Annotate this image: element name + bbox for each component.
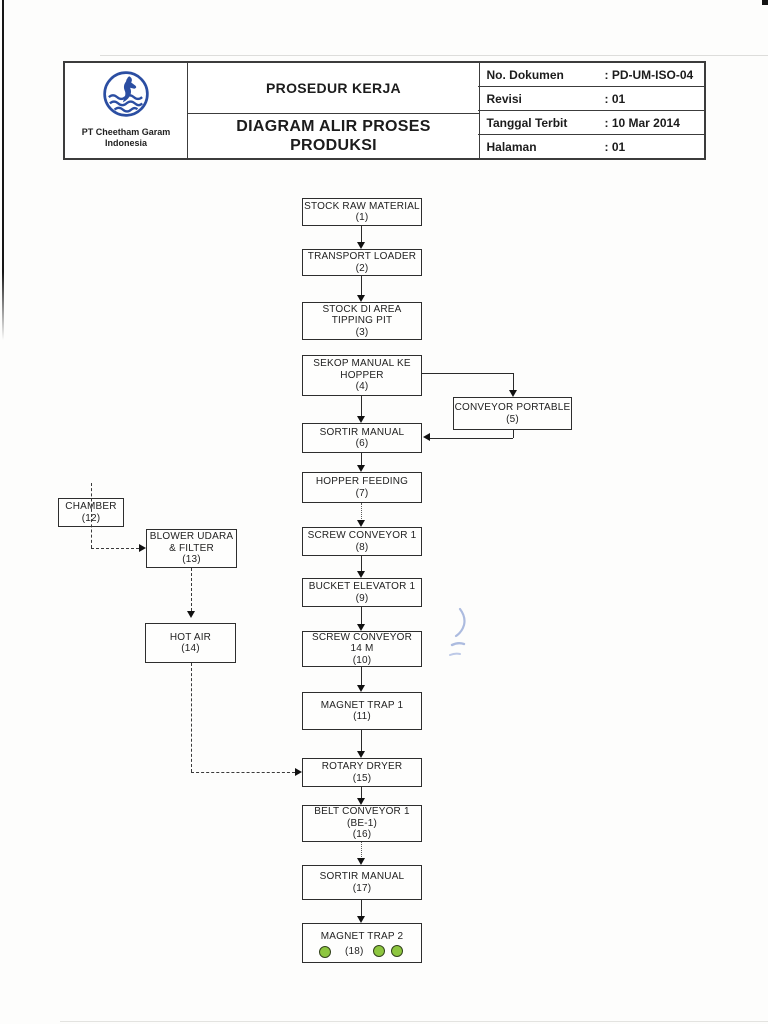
connector-12-13-vertical [91,483,92,548]
arrowhead-into-14 [187,611,195,618]
document-header-table: PT Cheetham Garam Indonesia PROSEDUR KER… [63,61,706,160]
meta-row-halaman: Halaman : 01 [477,134,704,158]
flow-node-hot-air: HOT AIR(14) [145,623,236,663]
flow-node-magnet-trap-2: MAGNET TRAP 2 (18) [302,923,422,963]
flow-node-rotary-dryer: ROTARY DRYER(15) [302,758,422,787]
arrowhead-into-13 [139,544,146,552]
arrowhead-into-16 [357,798,365,805]
scan-artifact-corner-mark [762,0,768,5]
connector-5-6-horizontal [429,438,513,439]
connector-14-15-vertical [191,663,192,772]
company-name: PT Cheetham Garam Indonesia [81,127,171,148]
company-logo-cell: PT Cheetham Garam Indonesia [65,63,187,158]
connector-12-13-horizontal [91,548,139,549]
arrowhead-into-15-left [295,768,302,776]
meta-row-revisi: Revisi : 01 [477,86,704,110]
connector-2-3 [361,276,362,296]
connector-5-6-vertical [513,430,514,438]
flow-node-screw-conveyor-1: SCREW CONVEYOR 1(8) [302,527,422,556]
flow-node-blower-udara-filter: BLOWER UDARA& FILTER(13) [146,529,237,568]
connector-15-16 [361,787,362,799]
flow-node-magnet-trap-1: MAGNET TRAP 1(11) [302,692,422,730]
connector-4-5-horizontal [422,373,513,374]
doc-title-heading: DIAGRAM ALIR PROSES PRODUKSI [188,113,479,158]
arrowhead-into-8 [357,520,365,527]
node-18-number: (18) [345,946,364,957]
header-title-cell: PROSEDUR KERJA DIAGRAM ALIR PROSES PRODU… [187,63,480,158]
document-meta-table: No. Dokumen : PD-UM-ISO-04 Revisi : 01 T… [477,63,704,158]
connector-11-15 [361,730,362,752]
connector-7-8 [361,503,362,521]
flow-node-sortir-manual-17: SORTIR MANUAL(17) [302,865,422,900]
connector-4-6 [361,396,362,417]
arrowhead-into-18 [357,916,365,923]
arrowhead-into-6 [357,416,365,423]
flow-node-stock-raw-material: STOCK RAW MATERIAL(1) [302,198,422,226]
scan-artifact-left-edge [2,0,4,340]
arrowhead-into-10 [357,624,365,631]
scan-artifact-top-line [100,55,768,56]
connector-16-17 [361,842,362,859]
status-dot-1 [319,946,331,958]
cheetham-waves-figure-logo-icon [101,69,151,124]
meta-row-no-dokumen: No. Dokumen : PD-UM-ISO-04 [486,67,694,82]
flow-node-belt-conveyor-1: BELT CONVEYOR 1(BE-1)(16) [302,805,422,842]
arrowhead-into-6-right [423,433,430,441]
flow-node-transport-loader: TRANSPORT LOADER(2) [302,249,422,276]
flow-node-bucket-elevator-1: BUCKET ELEVATOR 1(9) [302,578,422,607]
pen-mark [449,607,466,656]
flow-node-conveyor-portable: CONVEYOR PORTABLE(5) [453,397,572,430]
doc-type-heading: PROSEDUR KERJA [266,80,401,96]
arrowhead-into-11 [357,685,365,692]
status-dot-3 [391,945,403,957]
connector-10-11 [361,667,362,686]
connector-14-15-horizontal [191,772,295,773]
arrowhead-into-2 [357,242,365,249]
connector-4-5-vertical [513,373,514,391]
status-dot-2 [373,945,385,957]
arrowhead-into-15 [357,751,365,758]
meta-row-tanggal-terbit: Tanggal Terbit : 10 Mar 2014 [477,110,704,134]
arrowhead-into-9 [357,571,365,578]
connector-9-10 [361,607,362,625]
connector-6-7 [361,453,362,466]
connector-1-2 [361,226,362,243]
connector-8-9 [361,556,362,572]
flow-node-sortir-manual-6: SORTIR MANUAL(6) [302,423,422,453]
arrowhead-into-5 [509,390,517,397]
scan-artifact-bottom-line [60,1021,768,1022]
arrowhead-into-3 [357,295,365,302]
arrowhead-into-17 [357,858,365,865]
arrowhead-into-7 [357,465,365,472]
flow-node-hopper-feeding: HOPPER FEEDING(7) [302,472,422,503]
connector-17-18 [361,900,362,917]
connector-13-14 [191,568,192,611]
